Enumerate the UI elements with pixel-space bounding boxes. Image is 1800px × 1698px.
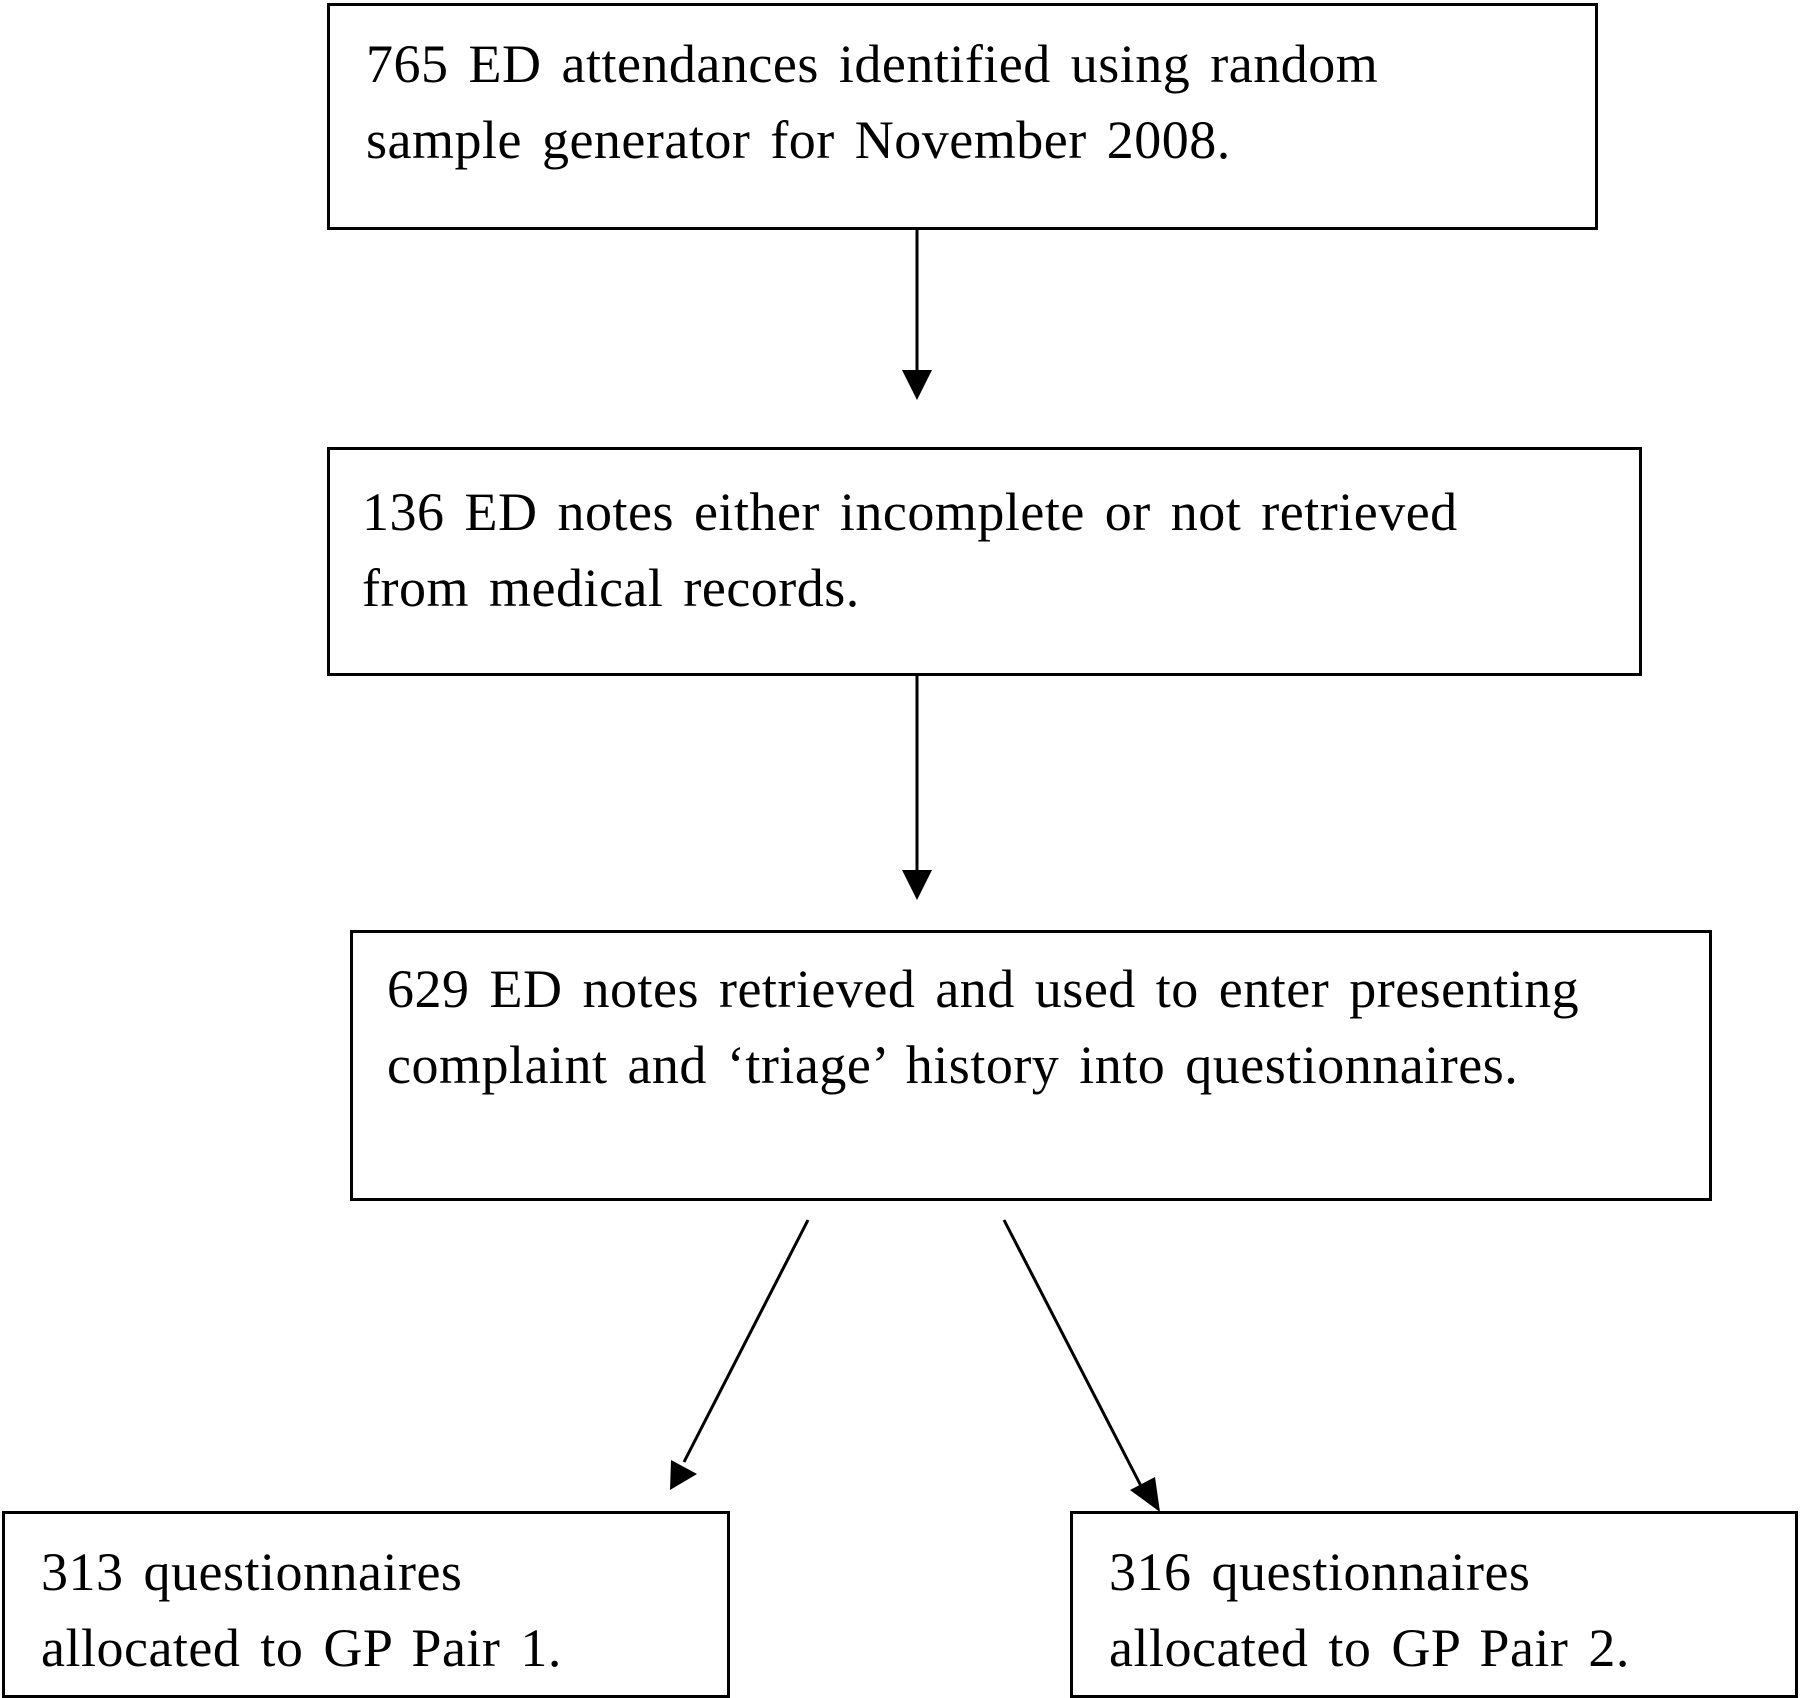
arrowhead-down-right-icon (1130, 1477, 1160, 1512)
flow-box-attendances: 765 ED attendances identified using rand… (327, 3, 1598, 230)
flow-box-retrieved-notes: 629 ED notes retrieved and used to enter… (350, 930, 1712, 1201)
flow-box-line: complaint and ‘triage’ history into ques… (387, 1035, 1519, 1095)
arrowhead-down-left-icon (670, 1460, 697, 1490)
flow-box-gp-pair-2: 316 questionnaires allocated to GP Pair … (1070, 1511, 1798, 1698)
arrowhead-down-icon (902, 870, 932, 900)
flow-box-text: 316 questionnaires allocated to GP Pair … (1109, 1534, 1630, 1686)
flow-box-gp-pair-1: 313 questionnaires allocated to GP Pair … (2, 1511, 730, 1698)
flow-box-text: 313 questionnaires allocated to GP Pair … (41, 1534, 562, 1686)
flow-box-line: from medical records. (362, 558, 860, 618)
flow-box-text: 629 ED notes retrieved and used to enter… (387, 951, 1579, 1103)
flow-box-line: 765 ED attendances identified using rand… (366, 34, 1379, 94)
arrowhead-down-icon (902, 370, 932, 400)
flow-box-line: allocated to GP Pair 1. (41, 1618, 562, 1678)
flow-arrow-3-to-5 (1002, 1219, 1143, 1487)
flow-box-line: 136 ED notes either incomplete or not re… (362, 482, 1458, 542)
flow-arrow-3-to-4 (682, 1219, 810, 1463)
flow-box-line: allocated to GP Pair 2. (1109, 1618, 1630, 1678)
flow-box-text: 765 ED attendances identified using rand… (366, 26, 1378, 178)
flow-box-line: 313 questionnaires (41, 1542, 463, 1602)
flow-box-line: 629 ED notes retrieved and used to enter… (387, 959, 1580, 1019)
flow-box-excluded-notes: 136 ED notes either incomplete or not re… (327, 447, 1642, 676)
flow-box-line: 316 questionnaires (1109, 1542, 1531, 1602)
flow-box-text: 136 ED notes either incomplete or not re… (362, 474, 1458, 626)
flow-box-line: sample generator for November 2008. (366, 110, 1231, 170)
